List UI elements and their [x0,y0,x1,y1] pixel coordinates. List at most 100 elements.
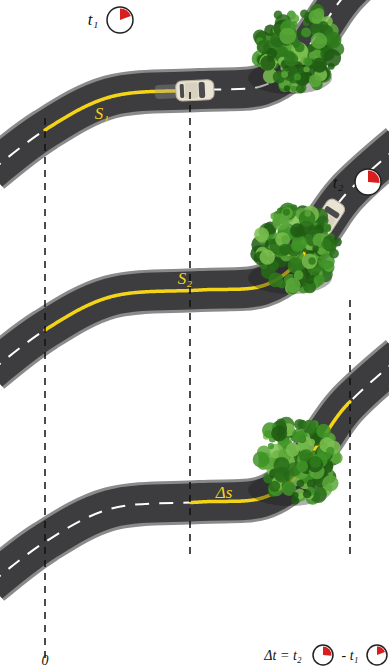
car-body [175,79,214,101]
tree-leaves [281,71,288,78]
tree-leaves [273,457,289,473]
tree-leaves [314,274,325,285]
clock-icon [313,645,333,665]
road [0,0,389,172]
car-windshield [199,82,206,98]
clock-icon [107,7,133,33]
road [0,357,389,584]
tree-leaves [284,52,298,66]
tree-leaves [314,8,325,19]
tree-leaves [301,27,311,37]
clock-face [107,7,133,33]
tree-leaves [321,239,331,249]
road-segment [0,145,389,372]
tree-leaves [326,447,334,455]
tree [248,417,343,506]
time-label: t₂ [333,174,344,191]
tree-leaves [308,439,315,446]
tree-leaves [312,246,318,252]
tree-leaves [305,275,314,284]
tree-leaves [294,270,304,280]
tree-leaves [254,227,269,242]
tree [248,202,342,294]
tree-leaves [279,244,291,256]
tree-leaves [323,224,331,232]
tree-leaves [267,48,278,59]
tree-leaves [279,28,296,45]
guide-line [189,92,191,560]
tree-leaves [323,49,341,67]
tree [248,4,344,94]
clock-icon [355,169,381,195]
tree-leaves [311,32,328,49]
tree-leaves [302,420,316,434]
tree-leaves [303,490,312,499]
tree-leaves [310,23,321,34]
tree-leaves [281,235,290,244]
clock-face [367,645,387,665]
road-edge [0,0,389,172]
tree-leaves [292,492,299,499]
tree-leaves [316,424,331,439]
clock-face [313,645,333,665]
tree-leaves [297,480,305,488]
tree-leaves [302,253,317,268]
distance-label: S₂ [178,270,192,287]
distance-path [191,402,350,503]
tree-leaves [309,74,322,87]
tree-leaves [329,249,339,259]
center-line [0,0,389,172]
tree-leaves [286,443,300,457]
tree-leaves [307,456,323,472]
road-segment [0,0,389,172]
tree-leaves [298,436,305,443]
tree-leaves [283,208,290,215]
tree-leaves [308,257,315,264]
tree-leaves [298,435,305,442]
distance-path [45,242,312,330]
tree-leaves [290,223,305,238]
distance-label: S₁ [95,105,109,122]
road-edge [0,357,389,584]
tree-leaves [284,85,290,91]
interval-label: - t₁ [342,649,359,663]
tree-leaves [271,425,287,441]
tree-leaves [300,9,308,17]
tree-leaves [305,210,311,216]
car-roof [185,82,199,99]
road-edge [0,145,389,372]
clock-icon [367,645,387,665]
tree-leaves [331,36,340,45]
tree-leaves [309,456,321,468]
center-line [0,357,389,584]
tree-leaves [272,213,289,230]
tree-leaves [253,451,269,467]
origin-label: 0 [42,654,49,668]
clock-wedge [368,171,379,184]
tree-leaves [260,250,275,265]
tree-leaves [295,43,305,53]
car [154,79,214,102]
tree-leaves [294,73,301,80]
interval-label: Δt = t₂ [264,649,301,663]
car-rear-window [180,84,185,98]
tree-leaves [322,475,338,491]
tree-leaves [309,52,316,59]
tree-leaves [303,66,309,72]
clock-wedge [323,647,332,656]
clock-wedge [377,647,385,656]
tree-leaves [269,481,280,492]
tree-leaves [303,57,312,66]
clock-face [355,169,381,195]
center-line [0,145,389,372]
displacement-label: Δs [216,484,233,501]
tree-leaves [268,443,274,449]
tree-leaves [299,210,316,227]
road-segment [0,357,389,584]
tree-leaves [296,460,308,472]
tree-leaves [278,280,286,288]
time-label: t₁ [88,11,99,28]
guide-line [44,118,46,658]
